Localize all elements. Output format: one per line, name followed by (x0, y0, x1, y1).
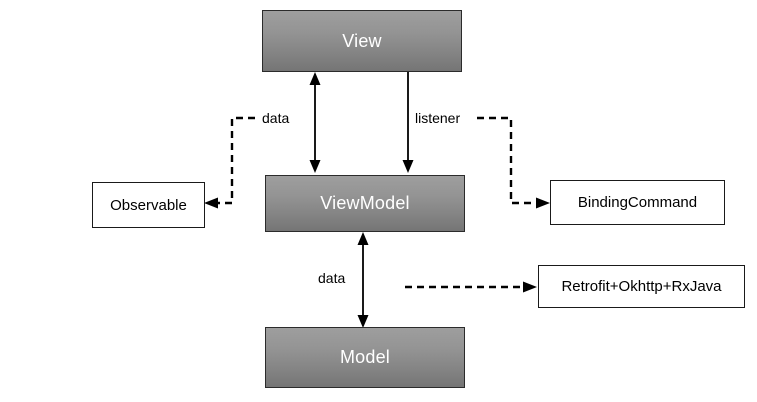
node-observable[interactable]: Observable (92, 182, 205, 228)
node-model-label: Model (339, 347, 391, 367)
node-viewmodel[interactable]: ViewModel (265, 175, 465, 232)
node-view[interactable]: View (262, 10, 462, 72)
edge-label-listener: listener (415, 110, 461, 126)
node-model[interactable]: Model (265, 327, 465, 388)
node-network-stack[interactable]: Retrofit+Okhttp+RxJava (538, 265, 745, 308)
connector-viewmodel-to-network (405, 281, 537, 293)
node-observable-label: Observable (110, 196, 187, 214)
edge-label-data-model: data (318, 270, 346, 286)
connector-view-viewmodel-bidirectional (309, 72, 321, 173)
edge-label-data-observable: data (262, 110, 290, 126)
node-binding-command[interactable]: BindingCommand (550, 180, 725, 225)
connector-viewmodel-model-bidirectional (357, 232, 369, 328)
connector-data-to-observable (204, 116, 255, 209)
node-view-label: View (342, 30, 382, 51)
node-binding-command-label: BindingCommand (577, 194, 698, 211)
connector-view-to-viewmodel (402, 72, 414, 173)
node-network-stack-label: Retrofit+Okhttp+RxJava (561, 278, 722, 295)
connector-listener-to-bindingcommand (477, 116, 550, 209)
node-viewmodel-label: ViewModel (320, 193, 410, 213)
